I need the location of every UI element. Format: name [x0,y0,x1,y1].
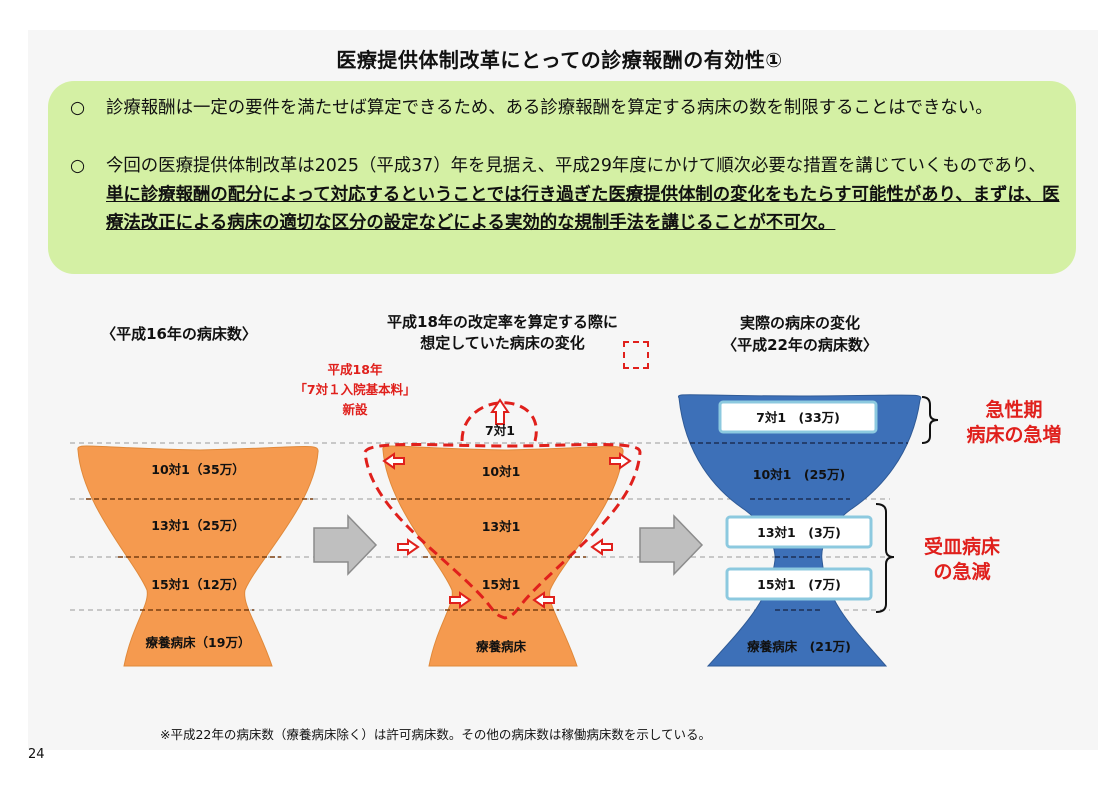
gray-right-arrow-icon [313,514,378,576]
bullet-circle-icon: ○ [70,98,86,118]
right-heading: 実際の病床の変化 〈平成22年の病床数〉 [690,312,910,356]
new-rate-note-line3: 新設 [342,402,368,417]
note-decrease: 受皿病床 の急減 [902,535,1022,585]
highlight-box [725,515,873,549]
new-rate-note-line1: 平成18年 [327,362,383,377]
right-dividers [690,442,908,611]
brace-icon [921,396,939,444]
middle-heading: 平成18年の改定率を算定する際に 想定していた病床の変化 [355,312,650,354]
middle-row-1: 10対1 [482,464,521,479]
middle-heading-line1: 平成18年の改定率を算定する際に [387,313,618,331]
note-decrease-line2: の急減 [933,561,991,583]
dashed-legend-icon [623,341,649,369]
middle-row-3: 15対1 [482,577,521,592]
change-arrows [382,398,632,609]
gray-right-arrow-icon [639,514,704,576]
bullet-1-text: 診療報酬は一定の要件を満たせば算定できるため、ある診療報酬を算定する病床の数を制… [106,98,993,118]
middle-row-2: 13対1 [482,519,521,534]
bullet-2-text: 今回の医療提供体制改革は2025（平成37）年を見据え、平成29年度にかけて順次… [70,152,1060,238]
right-row-3: 13対1 (3万) [757,525,841,540]
right-row-4: 15対1 (7万) [757,577,841,592]
up-arrow-icon [490,398,510,425]
right-heading-line2: 〈平成22年の病床数〉 [722,336,878,354]
left-row-1: 10対1（35万） [151,462,245,477]
middle-heading-line2: 想定していた病床の変化 [420,334,585,352]
right-arrow-icon [397,538,420,556]
note-decrease-line1: 受皿病床 [923,536,1000,558]
brace-icon [875,503,895,613]
braces [875,396,939,613]
summary-bullet-2: ○ 今回の医療提供体制改革は2025（平成37）年を見据え、平成29年度にかけて… [70,152,1060,238]
left-vase-shape [77,445,319,667]
middle-top: 7対1 [485,423,515,438]
right-row-1: 7対1 (33万) [756,410,840,425]
highlight-box [725,567,873,601]
right-heading-line1: 実際の病床の変化 [739,314,860,332]
note-increase-line2: 病床の急増 [966,424,1062,446]
right-arrow-icon [609,452,632,470]
highlight-boxes [718,400,878,601]
note-increase: 急性期 病床の急増 [944,398,1084,448]
right-row-2: 10対1 (25万) [753,467,845,482]
new-rate-note-line2: 「7対１入院基本料」 [294,382,416,397]
left-arrow-icon [532,591,555,609]
left-row-3: 15対1（12万） [151,577,245,592]
summary-bullet-1: ○ 診療報酬は一定の要件を満たせば算定できるため、ある診療報酬を算定する病床の数… [70,94,1060,123]
summary-box [48,81,1076,274]
left-row-2: 13対1（25万） [151,518,245,533]
page-number: 24 [28,747,45,762]
middle-row-4: 療養病床 [476,639,527,654]
left-dividers [86,498,313,611]
assumed-shape-outline [363,443,642,620]
left-arrow-icon [382,452,405,470]
highlight-box [718,400,878,434]
transition-arrows [313,514,704,576]
left-row-4: 療養病床（19万） [146,635,251,650]
new-rate-note: 平成18年 「7対１入院基本料」 新設 [265,360,445,420]
middle-dividers [391,498,618,611]
note-increase-line1: 急性期 [985,399,1043,421]
seven-to-one-bump [460,401,538,442]
bullet-2-emphasis: 単に診療報酬の配分によって対応するということでは行き過ぎた医療提供体制の変化をも… [106,184,1060,234]
right-row-5: 療養病床 (21万) [747,639,851,654]
bullet-circle-icon: ○ [70,156,86,176]
footnote: ※平成22年の病床数（療養病床除く）は許可病床数。その他の病床数は稼働病床数を示… [160,727,712,742]
middle-vase-shape [382,445,624,667]
bullet-2-plain: 今回の医療提供体制改革は2025（平成37）年を見据え、平成29年度にかけて順次… [106,156,1046,176]
left-arrow-icon [590,538,613,556]
right-arrow-icon [449,591,472,609]
left-heading: 〈平成16年の病床数〉 [101,325,257,343]
page-title: 医療提供体制改革にとっての診療報酬の有効性① [336,48,783,72]
